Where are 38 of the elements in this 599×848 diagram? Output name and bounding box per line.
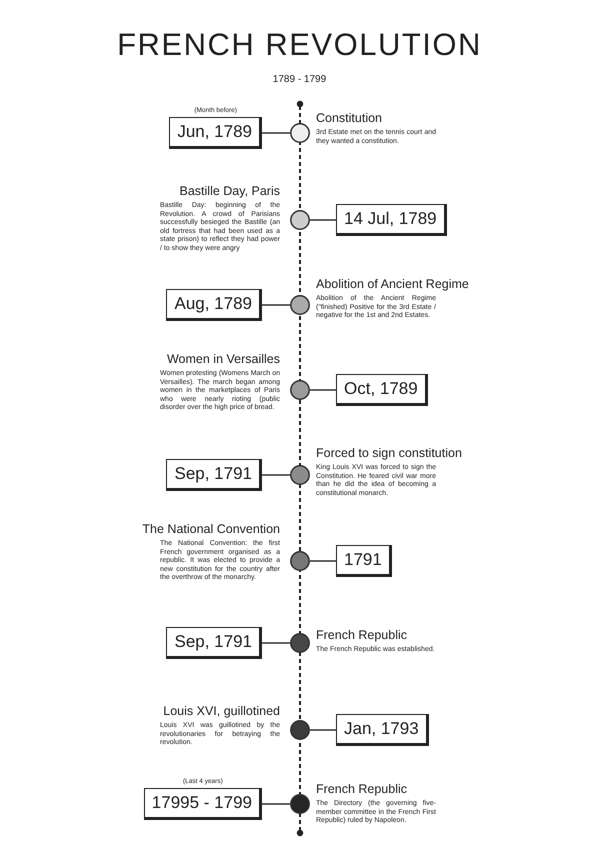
date-box: Jun, 1789 [169,117,262,149]
event-heading: Constitution [316,111,384,126]
event-heading: Forced to sign constitution [316,446,462,461]
date-box: Jan, 1793 [336,714,429,746]
event-heading: French Republic [316,782,408,797]
title: FRENCH REVOLUTION [116,26,483,64]
event-circle [290,551,310,571]
event-heading: The National Convention [142,522,280,537]
event-circle [290,380,310,400]
event-circle [290,465,310,485]
event-circle [290,123,310,143]
event-heading: Women in Versailles [166,352,280,367]
connector-line [310,219,336,221]
date-box: 14 Jul, 1789 [336,204,447,236]
event-circle [290,633,310,653]
event-heading: Louis XVI, guillotined [162,704,280,719]
event-heading: Bastille Day, Paris [178,184,280,199]
connector-line [310,389,336,391]
event-heading: Abolition of Ancient Regime [316,277,469,292]
event-heading: French Republic [316,628,408,643]
connector-line [262,474,290,476]
date-box: Sep, 1791 [166,627,262,659]
connector-line [262,803,290,805]
connector-line [262,304,290,306]
connector-line [310,560,336,562]
event-circle [290,794,310,814]
date-box: Aug, 1789 [166,289,262,321]
connector-line [310,729,336,731]
event-circle [290,295,310,315]
date-box: Sep, 1791 [166,459,262,491]
date-range: 1789 - 1799 [272,74,326,86]
date-box: 1791 [336,545,392,577]
date-box: 17995 - 1799 [144,788,262,820]
event-circle [290,210,310,230]
connector-line [262,132,290,134]
event-circle [290,720,310,740]
connector-line [262,642,290,644]
date-box: Oct, 1789 [336,374,428,406]
